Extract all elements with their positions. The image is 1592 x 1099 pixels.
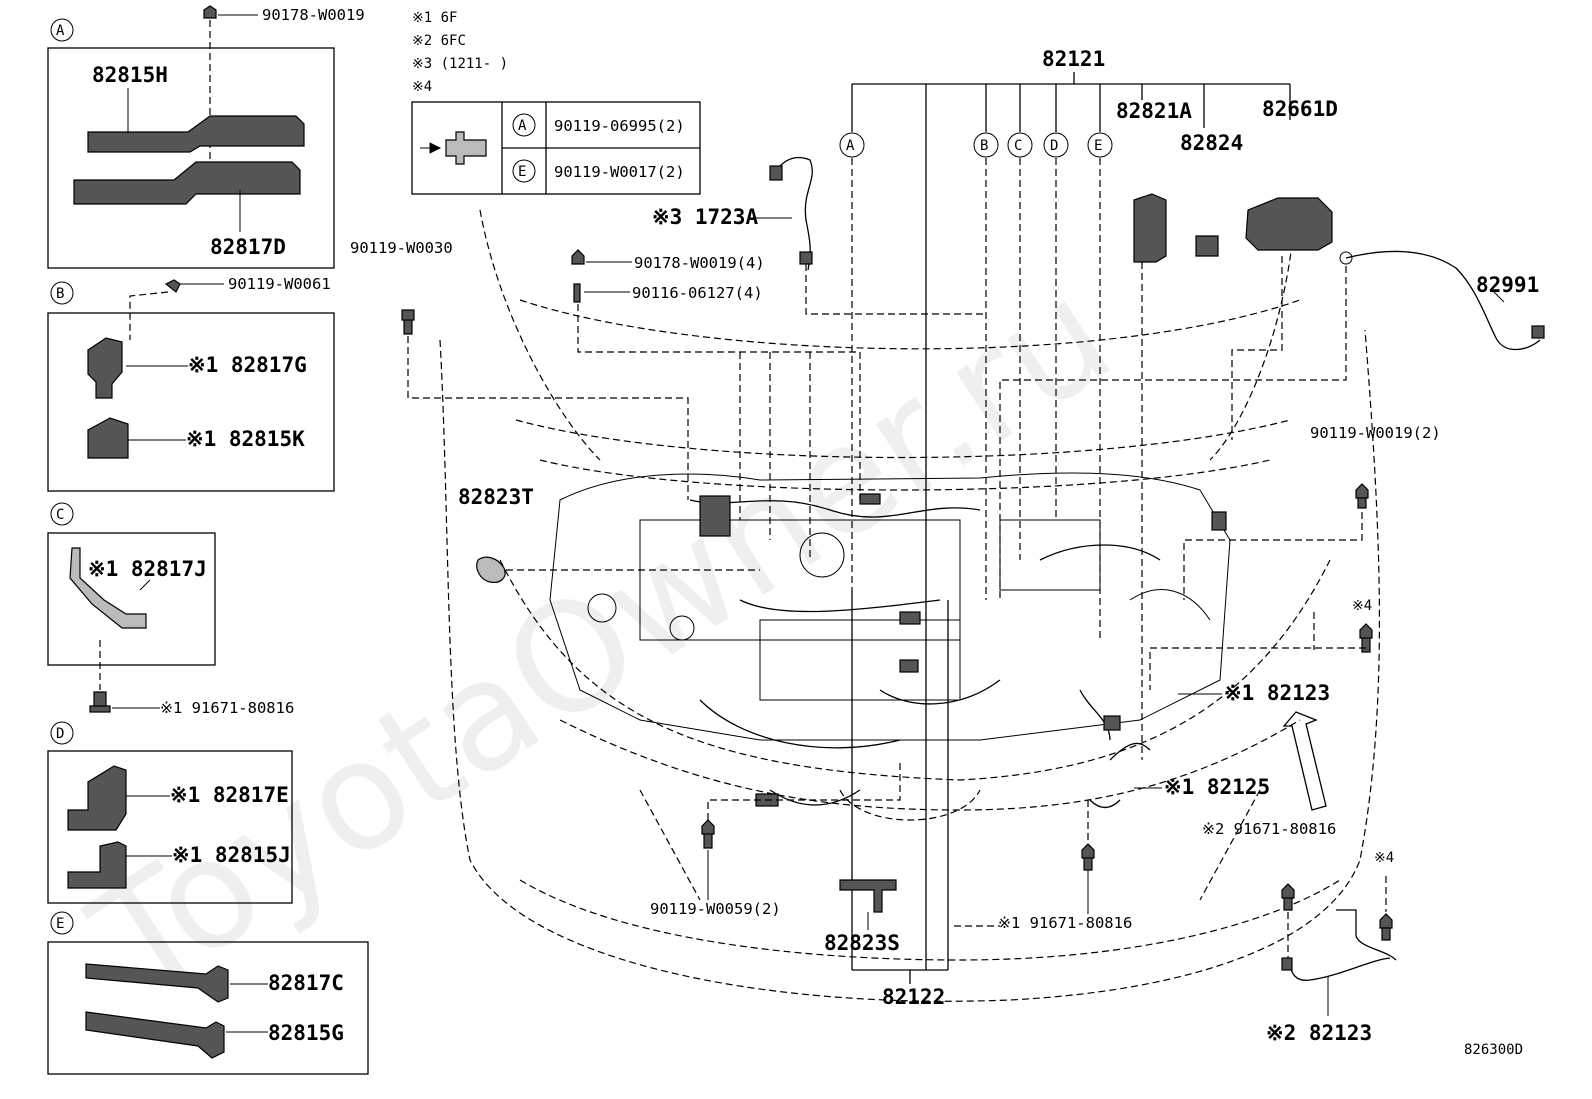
label-82125[interactable]: ※1 82125: [1164, 775, 1270, 799]
label-90119-w0030[interactable]: 90119-W0030: [350, 239, 453, 257]
label-82123-a[interactable]: ※1 82123: [1224, 681, 1330, 705]
panel-e-label: E: [56, 916, 64, 932]
label-91671-1[interactable]: ※1 91671-80816: [998, 914, 1132, 932]
table-row-e-circle: E: [518, 164, 526, 180]
note-4: ※4: [412, 79, 432, 95]
panel-b: B 90119-W0061 ※1 82817G ※1 82815K: [47, 275, 335, 492]
callout-c[interactable]: C: [1014, 138, 1022, 154]
harness-tree: 82121 A B C D E: [839, 47, 1291, 984]
panel-a-lower-label[interactable]: 82817D: [210, 235, 286, 259]
callout-d[interactable]: D: [1050, 138, 1058, 154]
table-row-a-part[interactable]: 90119-06995(2): [554, 117, 685, 135]
panel-c-label: C: [56, 507, 64, 523]
panel-a-upper-label[interactable]: 82815H: [92, 63, 168, 87]
panel-c-bolt-label[interactable]: ※1 91671-80816: [160, 699, 294, 717]
panel-c: C ※1 82817J ※1 91671-80816: [47, 502, 294, 717]
label-82661d[interactable]: 82661D: [1262, 97, 1338, 121]
label-90178-w0019-4[interactable]: 90178-W0019(4): [634, 254, 765, 272]
callout-e[interactable]: E: [1094, 138, 1102, 154]
table-row-a-circle: A: [518, 118, 527, 134]
callout-a[interactable]: A: [846, 138, 855, 154]
note-1: ※1 6F: [412, 10, 457, 26]
label-82824[interactable]: 82824: [1180, 131, 1243, 155]
bolt-icon: [445, 131, 487, 165]
label-1723a[interactable]: ※3 1723A: [652, 205, 758, 229]
label-82823t[interactable]: 82823T: [458, 485, 534, 509]
notes-block: ※1 6F ※2 6FC ※3 (1211- ) ※4: [412, 10, 508, 95]
panel-b-label: B: [56, 286, 64, 302]
panel-d-lower-label[interactable]: ※1 82815J: [172, 843, 291, 867]
figure-code: 826300D: [1464, 1042, 1523, 1058]
panel-d-upper-label[interactable]: ※1 82817E: [170, 783, 289, 807]
fastener-table: A 90119-06995(2) E 90119-W0017(2): [411, 101, 701, 195]
label-note4-a: ※4: [1352, 598, 1372, 614]
label-82123-b[interactable]: ※2 82123: [1266, 1021, 1372, 1045]
label-82823s[interactable]: 82823S: [824, 931, 900, 955]
panel-b-upper-label[interactable]: ※1 82817G: [188, 353, 307, 377]
label-91671-2[interactable]: ※2 91671-80816: [1202, 820, 1336, 838]
panel-e-upper-label[interactable]: 82817C: [268, 971, 344, 995]
panel-b-lower-label[interactable]: ※1 82815K: [186, 427, 305, 451]
main-callouts: ※3 1723A 90119-W0030 90178-W0019(4) 9011…: [350, 97, 1545, 1058]
label-90119-w0059-2[interactable]: 90119-W0059(2): [650, 900, 781, 918]
label-note4-b: ※4: [1374, 850, 1394, 866]
panel-a: A 90178-W0019 82815H 82817D: [47, 5, 365, 269]
table-row-e-part[interactable]: 90119-W0017(2): [554, 163, 685, 181]
vehicle-outline: [439, 209, 1381, 1002]
label-90116-06127-4[interactable]: 90116-06127(4): [632, 284, 763, 302]
label-82821a[interactable]: 82821A: [1116, 99, 1192, 123]
note-3: ※3 (1211- ): [412, 56, 508, 72]
label-82991[interactable]: 82991: [1476, 273, 1539, 297]
panel-d: D ※1 82817E ※1 82815J: [47, 721, 293, 904]
arrow-right-icon: [420, 142, 442, 154]
panel-b-bolt-label[interactable]: 90119-W0061: [228, 275, 331, 293]
label-90119-w0019-2[interactable]: 90119-W0019(2): [1310, 424, 1441, 442]
label-82122[interactable]: 82122: [882, 985, 945, 1009]
panel-e-lower-label[interactable]: 82815G: [268, 1021, 344, 1045]
panel-c-part-label[interactable]: ※1 82817J: [88, 557, 207, 581]
note-2: ※2 6FC: [412, 33, 466, 49]
panel-d-label: D: [56, 726, 64, 742]
harness-top-label[interactable]: 82121: [1042, 47, 1105, 71]
panel-a-label: A: [56, 23, 65, 39]
panel-e: E 82817C 82815G: [47, 911, 369, 1075]
panel-a-bolt-label[interactable]: 90178-W0019: [262, 6, 365, 24]
engine-bay: [549, 472, 1231, 809]
callout-b[interactable]: B: [980, 138, 988, 154]
